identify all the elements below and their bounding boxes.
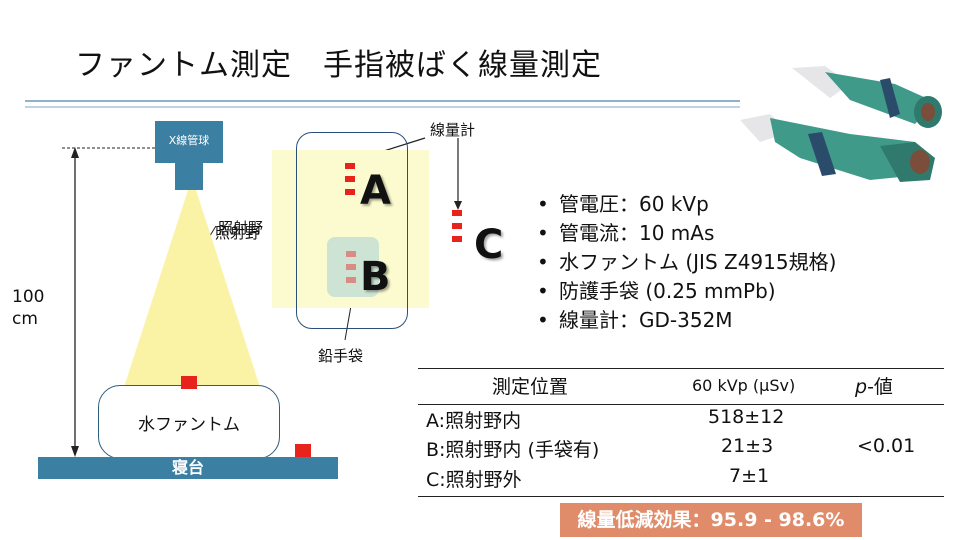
condition-item: • 防護手袋 (0.25 mmPb): [537, 277, 836, 306]
couch: 寝台: [38, 457, 338, 479]
protective-glove-photo: [740, 66, 942, 182]
title-divider: [25, 100, 740, 108]
dosimeter-c-chip: [452, 210, 462, 216]
point-b-label: B: [360, 254, 391, 300]
bullet-icon: •: [537, 221, 549, 245]
row-position: B:照射野内 (手袋有): [426, 439, 600, 461]
water-phantom-label: 水ファントム: [138, 415, 240, 435]
row-dose: 7±1: [729, 465, 770, 487]
dosimeter-b-chip: [346, 264, 356, 270]
dosimeter-outside-field: [295, 444, 311, 457]
bullet-icon: •: [537, 192, 549, 216]
dosimeter-label: 線量計: [430, 121, 476, 139]
bullet-icon: •: [537, 279, 549, 303]
hand-outline: [296, 132, 408, 329]
condition-item: • 管電圧：60 kVp: [537, 190, 836, 219]
dose-reduction-result: 線量低減効果：95.9 - 98.6%: [560, 503, 862, 537]
measurement-conditions-list: • 管電圧：60 kVp • 管電流：10 mAs • 水ファントム (JIS Z49…: [537, 190, 836, 335]
dosimeter-a-chip: [345, 189, 355, 195]
table-top-rule: [418, 368, 944, 369]
header-position: 測定位置: [492, 376, 569, 398]
header-p-value: p-値: [855, 376, 893, 398]
p-value: <0.01: [857, 435, 916, 457]
point-c-label: C: [474, 222, 504, 268]
xray-tube-port: [175, 163, 203, 190]
condition-item: • 線量計：GD-352M: [537, 306, 836, 335]
beam-label: 照射野: [218, 219, 264, 237]
bullet-icon: •: [537, 308, 549, 332]
row-dose: 21±3: [721, 435, 774, 457]
condition-item: • 管電流：10 mAs: [537, 219, 836, 248]
dosimeter-b-chip: [346, 251, 356, 257]
table-header-rule: [418, 404, 944, 405]
dosimeter-b-chip: [346, 277, 356, 283]
condition-item: • 水ファントム (JIS Z4915規格): [537, 248, 836, 277]
distance-label: 100 cm: [12, 287, 45, 329]
dosimeter-a-chip: [345, 176, 355, 182]
water-phantom: [98, 385, 280, 459]
dosimeter-c-chip: [452, 223, 462, 229]
row-position: A:照射野内: [426, 410, 522, 432]
row-position: C:照射野外: [426, 469, 522, 491]
bullet-icon: •: [537, 250, 549, 274]
field-label: 照射野: [215, 224, 261, 242]
condition-text: 管電圧：60 kVp: [559, 192, 709, 216]
condition-text: 防護手袋 (0.25 mmPb): [559, 279, 776, 303]
xray-beam-cone: [123, 190, 261, 390]
dosimeter-a-chip: [345, 163, 355, 169]
condition-text: 水ファントム (JIS Z4915規格): [559, 250, 837, 274]
point-a-label: A: [360, 168, 391, 214]
condition-text: 管電流：10 mAs: [559, 221, 715, 245]
condition-text: 線量計：GD-352M: [559, 308, 733, 332]
glove-label: 鉛手袋: [318, 347, 364, 365]
dosimeter-on-phantom: [181, 376, 197, 389]
row-dose: 518±12: [708, 406, 785, 428]
slide-title: ファントム測定 手指被ばく線量測定: [75, 48, 602, 83]
header-dose: 60 kVp (µSv): [692, 376, 796, 395]
dosimeter-c-chip: [452, 236, 462, 242]
xray-tube: X線管球: [155, 121, 223, 163]
table-bottom-rule: [418, 496, 944, 497]
dose-results-table: 測定位置 60 kVp (µSv) p-値 A:照射野内 518±12 B:照射…: [418, 368, 944, 500]
